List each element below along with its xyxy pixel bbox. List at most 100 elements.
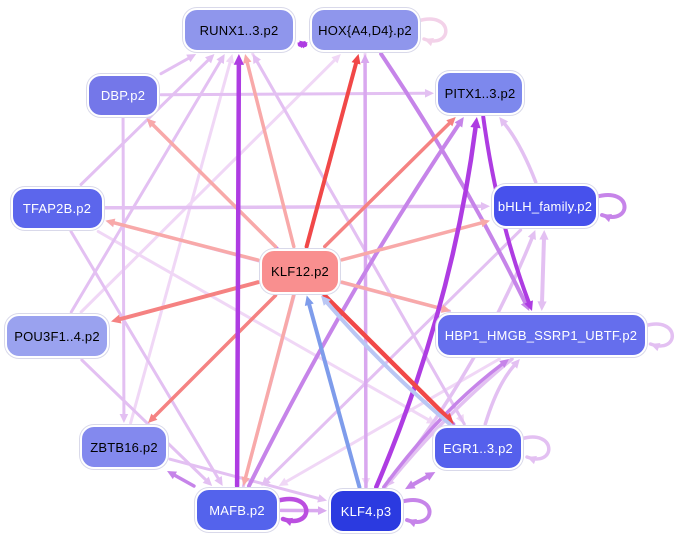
node-klf4-p3[interactable]: KLF4.p3 — [329, 489, 403, 533]
arrowhead — [214, 476, 223, 486]
arrowhead — [537, 301, 547, 311]
arrowhead — [225, 54, 235, 64]
node-label: POU3F1..4.p2 — [14, 328, 100, 344]
node-label: HBP1_HMGB_SSRP1_UBTF.p2 — [444, 327, 638, 343]
edge — [96, 230, 430, 422]
arrowhead — [440, 304, 451, 313]
node-dbp-p2[interactable]: DBP.p2 — [87, 73, 159, 117]
arrowhead — [111, 314, 122, 324]
arrowhead — [202, 476, 213, 486]
self-loop — [519, 435, 551, 461]
node-zbtb16-p2[interactable]: ZBTB16.p2 — [80, 425, 168, 469]
edge — [411, 474, 429, 487]
node-label: DBP.p2 — [100, 87, 146, 103]
arrowhead — [241, 476, 250, 486]
arrowhead — [297, 40, 306, 49]
self-loop — [594, 193, 627, 219]
arrowhead — [539, 230, 549, 240]
arrowhead — [510, 359, 520, 369]
edge — [159, 91, 427, 97]
node-label: KLF12.p2 — [271, 263, 329, 279]
edge — [234, 62, 242, 489]
edge — [323, 121, 452, 249]
arrowhead — [119, 413, 129, 423]
node-label: PITX1..3.p2 — [444, 85, 516, 101]
node-bhlh-family-p2[interactable]: bHLH_family.p2 — [492, 184, 598, 228]
self-loop-arrowhead — [602, 213, 612, 223]
node-label: KLF4.p3 — [340, 503, 392, 519]
edge — [118, 280, 260, 322]
edge — [325, 300, 452, 426]
arrowhead — [442, 412, 454, 424]
node-pou3f1-4-p2[interactable]: POU3F1..4.p2 — [5, 314, 109, 358]
edge — [151, 123, 278, 249]
arrowhead — [499, 359, 510, 368]
self-loop — [274, 496, 309, 524]
arrowhead — [424, 472, 436, 481]
self-loop-arrowhead — [527, 456, 537, 465]
edge — [173, 473, 196, 488]
edge — [340, 280, 444, 311]
arrowhead — [321, 295, 331, 306]
node-label: MAFB.p2 — [209, 502, 265, 518]
arrowhead — [480, 201, 490, 211]
node-label: bHLH_family.p2 — [497, 198, 593, 214]
node-label: HOX{A4,D4}.p2 — [318, 22, 412, 38]
self-loop — [399, 498, 432, 524]
self-loop — [642, 322, 674, 348]
arrowhead — [148, 413, 158, 423]
node-klf12-p2[interactable]: KLF12.p2 — [260, 248, 340, 294]
edge — [103, 204, 483, 210]
node-label: ZBTB16.p2 — [90, 439, 158, 455]
arrowhead — [261, 476, 271, 486]
arrowhead — [243, 54, 252, 64]
node-pitx1-3-p2[interactable]: PITX1..3.p2 — [436, 71, 524, 115]
edge — [379, 52, 528, 305]
arrowhead — [360, 54, 370, 64]
node-mafb-p2[interactable]: MAFB.p2 — [195, 488, 279, 532]
edge — [69, 60, 222, 314]
node-hbp1-hmgb-ssrp1-ubtf-p2[interactable]: HBP1_HMGB_SSRP1_UBTF.p2 — [435, 313, 647, 357]
arrowhead — [351, 54, 361, 65]
arrowhead — [317, 506, 327, 515]
edge — [121, 117, 126, 416]
arrowhead — [317, 494, 327, 503]
arrowhead — [105, 218, 116, 228]
arrowhead — [446, 117, 456, 127]
node-runx1-3-p2[interactable]: RUNX1..3.p2 — [183, 8, 295, 52]
arrowhead — [499, 117, 509, 127]
edge — [245, 60, 296, 249]
self-loop-arrowhead — [424, 38, 434, 47]
self-loop — [416, 17, 448, 43]
self-loop-arrowhead — [407, 518, 417, 528]
node-tfap2b-p2[interactable]: TFAP2B.p2 — [10, 186, 104, 230]
edge — [243, 293, 296, 480]
node-egr1-3-p2[interactable]: EGR1..3.p2 — [433, 426, 523, 470]
edge — [503, 122, 538, 184]
edge — [69, 230, 220, 480]
arrowhead — [186, 54, 197, 63]
edge — [483, 364, 516, 426]
edge — [159, 56, 190, 76]
arrowhead — [470, 117, 481, 129]
arrowhead — [233, 54, 245, 65]
edge — [129, 61, 232, 425]
arrowhead — [205, 54, 215, 64]
edge — [540, 237, 546, 304]
arrowhead — [527, 230, 536, 240]
node-label: TFAP2B.p2 — [22, 200, 92, 216]
arrowhead — [216, 54, 225, 64]
edge — [246, 122, 461, 488]
edge — [266, 228, 523, 482]
node-hox-a4-d4-p2[interactable]: HOX{A4,D4}.p2 — [310, 8, 420, 52]
node-label: RUNX1..3.p2 — [199, 22, 279, 38]
arrowhead — [424, 88, 434, 98]
edge — [255, 60, 466, 426]
edge — [152, 293, 278, 419]
arrowhead — [304, 295, 314, 306]
self-loop-arrowhead — [650, 343, 661, 352]
arrowhead — [252, 54, 261, 64]
self-loop-arrowhead — [283, 517, 293, 527]
edge — [284, 357, 501, 484]
